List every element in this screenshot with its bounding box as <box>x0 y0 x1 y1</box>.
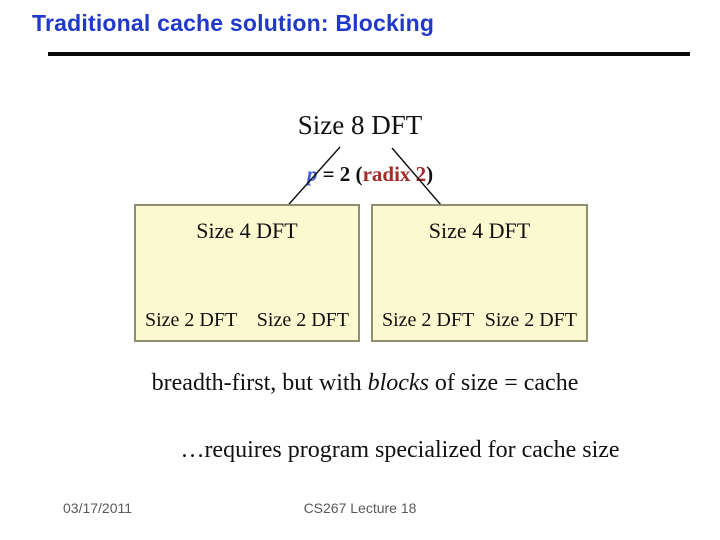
radix-value: radix 2 <box>362 162 427 186</box>
slide-title: Traditional cache solution: Blocking <box>32 10 435 36</box>
dft-block-left: Size 4 DFT Size 2 DFT Size 2 DFT <box>134 204 360 342</box>
radix-note: p = 2 (radix 2) <box>10 162 720 186</box>
dft-block-children: Size 2 DFT Size 2 DFT <box>145 309 349 331</box>
dft-block-parent-label: Size 4 DFT <box>196 218 298 243</box>
dft-block-right: Size 4 DFT Size 2 DFT Size 2 DFT <box>371 204 588 342</box>
dft-leaf-label: Size 2 DFT <box>382 309 475 331</box>
footer-date: 03/17/2011 <box>63 500 133 516</box>
note-emphasis: blocks <box>367 370 429 396</box>
note-breadth-first: breadth-first, but with blocks of size =… <box>5 370 720 398</box>
dft-block-children: Size 2 DFT Size 2 DFT <box>382 309 577 331</box>
radix-close-paren: ) <box>426 162 434 186</box>
title-divider <box>48 52 690 56</box>
dft-block-parent-label: Size 4 DFT <box>428 218 531 243</box>
note-prefix: breadth-first, but with <box>151 370 368 396</box>
dft-leaf-label: Size 2 DFT <box>484 309 577 331</box>
footer-course: CS267 Lecture 18 <box>303 500 417 516</box>
note-requires-specialization: …requires program specialized for cache … <box>180 437 620 463</box>
radix-p-variable: p <box>306 162 318 186</box>
dft-leaf-label: Size 2 DFT <box>145 309 238 331</box>
dft-leaf-label: Size 2 DFT <box>256 309 349 331</box>
dft-root-label: Size 8 DFT <box>297 110 423 140</box>
note-suffix: of size = cache <box>428 370 579 396</box>
radix-equals: = 2 ( <box>317 162 363 186</box>
